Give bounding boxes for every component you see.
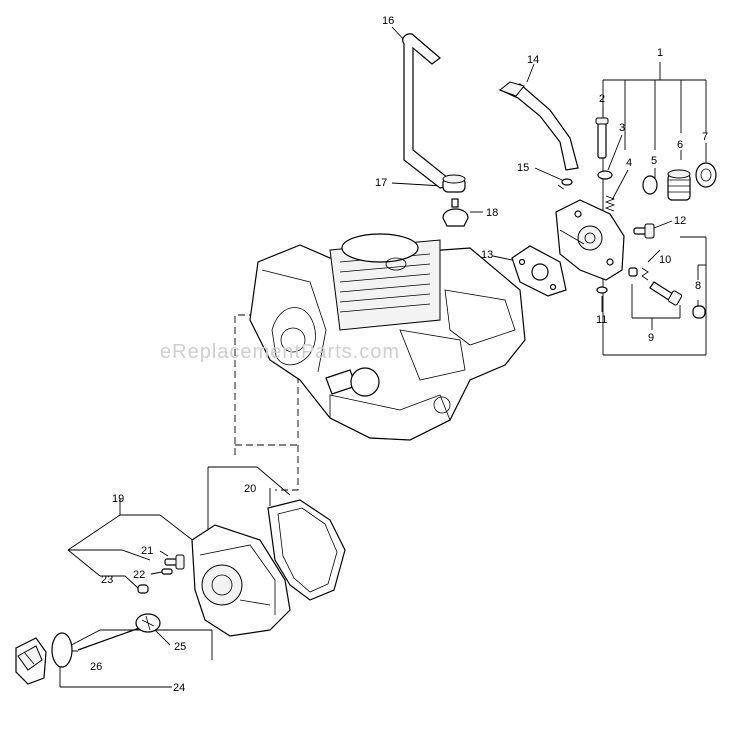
grommet [442,174,466,193]
callout-17: 17 [375,177,387,189]
callout-5: 5 [651,155,657,167]
crankcase-assembly [249,233,526,441]
callout-18: 18 [486,207,498,219]
screw [633,223,655,239]
cap-strap [77,613,161,651]
dowel-pin [161,568,173,575]
callout-22: 22 [133,569,145,581]
pump-cap [695,162,717,188]
callout-9: 9 [648,332,654,344]
spring [604,195,616,212]
callout-7: 7 [702,131,708,143]
watermark: eReplacementParts.com [160,341,400,363]
o-ring [642,175,658,195]
callout-13: 13 [481,249,493,261]
callout-11: 11 [596,314,607,326]
washer [597,170,613,180]
adjust-cap [692,305,706,319]
callout-1: 1 [657,47,663,59]
callout-14: 14 [527,54,539,66]
oil-hose [498,81,579,171]
callout-23: 23 [101,574,113,586]
cap-o-ring [51,632,73,668]
callout-20: 20 [244,483,256,495]
callout-2: 2 [599,93,605,105]
callout-19: 19 [112,493,124,505]
callout-26: 26 [90,661,102,673]
oil-pump-gasket [511,245,567,297]
crankcase-half [191,524,291,637]
callout-15: 15 [517,162,529,174]
worm-gear [667,169,691,201]
adjust-washer [596,286,608,294]
callout-3: 3 [619,122,625,134]
callout-6: 6 [677,139,683,151]
plug [137,584,149,594]
callout-8: 8 [695,280,701,292]
o-ring-small [561,178,573,186]
tank-cap [15,637,47,685]
callout-16: 16 [382,15,394,27]
callout-25: 25 [174,641,186,653]
callout-4: 4 [626,157,632,169]
fuel-filter [442,198,469,227]
callout-12: 12 [674,215,686,227]
pump-pin [595,117,609,159]
adjust-pin [628,267,649,281]
callout-21: 21 [141,545,153,557]
fuel-hose [402,33,449,189]
callout-10: 10 [659,254,671,266]
callout-24: 24 [173,682,185,694]
callout-labels: 1 2 3 4 5 6 7 8 9 10 11 12 13 14 15 16 1… [90,15,708,694]
adjusting-screw [649,281,683,306]
crankcase-gasket [267,499,346,601]
bolt [164,554,185,570]
oil-pump-body [555,199,625,281]
